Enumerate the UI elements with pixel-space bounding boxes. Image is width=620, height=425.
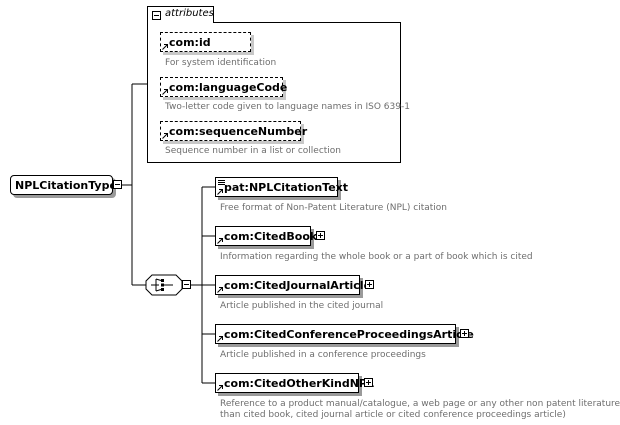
element-description: Article published in the cited journal: [220, 301, 383, 312]
reference-arrow-icon: [217, 385, 223, 391]
sequence-compositor-icon[interactable]: [145, 274, 183, 296]
element-cited-book[interactable]: com:CitedBook: [215, 226, 311, 246]
attributes-tab[interactable]: attributes: [147, 6, 214, 23]
reference-arrow-icon: [217, 189, 223, 195]
attribute-name: com:sequenceNumber: [169, 125, 307, 138]
element-name: com:CitedJournalArticle: [224, 279, 371, 292]
root-element[interactable]: NPLCitationType: [10, 175, 113, 195]
element-name: pat:NPLCitationText: [224, 181, 348, 194]
reference-arrow-icon: [162, 89, 168, 95]
element-name: com:CitedBook: [224, 230, 317, 243]
element-npl-citation-text[interactable]: pat:NPLCitationText: [215, 177, 338, 197]
element-cited-other-kind-npl[interactable]: com:CitedOtherKindNPL: [215, 373, 359, 393]
attribute-name: com:languageCode: [169, 81, 287, 94]
expand-icon[interactable]: [316, 231, 325, 240]
element-description: Article published in a conference procee…: [220, 350, 426, 361]
element-name: com:CitedConferenceProceedingsArticle: [224, 328, 474, 341]
element-description-line: than cited book, cited journal article o…: [220, 410, 566, 421]
collapse-icon[interactable]: [182, 280, 191, 289]
element-description: Free format of Non-Patent Literature (NP…: [220, 203, 447, 214]
expand-icon[interactable]: [364, 378, 373, 387]
attribute-id[interactable]: com:id: [160, 32, 251, 52]
text-content-icon: [218, 180, 225, 185]
reference-arrow-icon: [217, 238, 223, 244]
collapse-icon[interactable]: [152, 11, 161, 20]
attribute-description: Sequence number in a list or collection: [165, 146, 341, 157]
reference-arrow-icon: [162, 133, 168, 139]
attribute-sequencenumber[interactable]: com:sequenceNumber: [160, 121, 301, 141]
element-cited-conference-proceedings-article[interactable]: com:CitedConferenceProceedingsArticle: [215, 324, 456, 344]
attribute-description: For system identification: [165, 58, 276, 69]
reference-arrow-icon: [217, 336, 223, 342]
reference-arrow-icon: [217, 287, 223, 293]
attribute-description: Two-letter code given to language names …: [165, 102, 410, 113]
collapse-icon[interactable]: [113, 180, 122, 189]
element-description-line: Reference to a product manual/catalogue,…: [220, 399, 620, 410]
attribute-languagecode[interactable]: com:languageCode: [160, 77, 283, 97]
expand-icon[interactable]: [460, 329, 469, 338]
element-cited-journal-article[interactable]: com:CitedJournalArticle: [215, 275, 360, 295]
element-description: Information regarding the whole book or …: [220, 252, 533, 263]
element-name: com:CitedOtherKindNPL: [224, 377, 374, 390]
expand-icon[interactable]: [365, 280, 374, 289]
reference-arrow-icon: [162, 44, 168, 50]
attributes-tab-label: attributes: [165, 8, 214, 19]
root-element-name: NPLCitationType: [15, 179, 117, 192]
attribute-name: com:id: [169, 36, 211, 49]
